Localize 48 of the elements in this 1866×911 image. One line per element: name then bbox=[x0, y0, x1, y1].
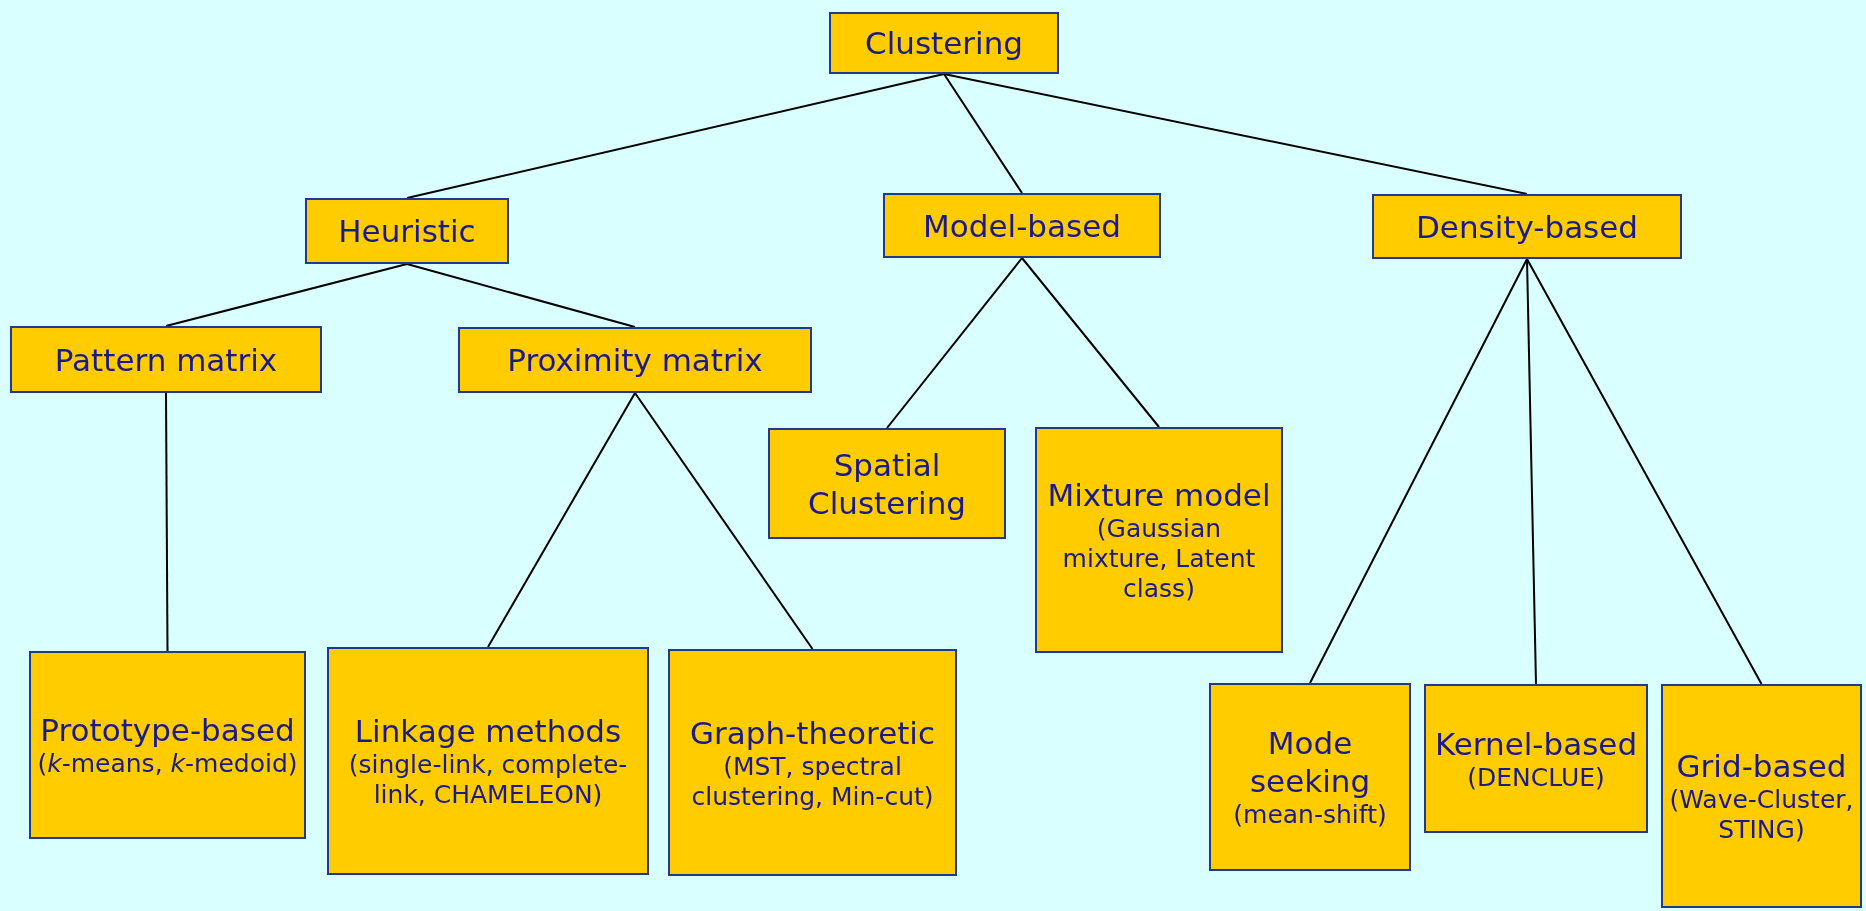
category-name: Linkage methods bbox=[354, 712, 622, 750]
category-name: Kernel-based bbox=[1434, 724, 1638, 763]
connector-line bbox=[406, 73, 945, 199]
category-name: Grid-based bbox=[1676, 747, 1847, 785]
category-box bbox=[10, 326, 322, 393]
category-box bbox=[829, 12, 1059, 74]
category-box bbox=[1661, 684, 1862, 908]
connector-line bbox=[165, 392, 169, 652]
category-name: Prototype-based bbox=[40, 711, 295, 749]
category-box bbox=[305, 198, 509, 264]
category-name: Spatial Clustering bbox=[807, 445, 967, 522]
category-name: Heuristic bbox=[338, 212, 476, 250]
connector-line bbox=[886, 257, 1023, 429]
connector-line bbox=[1021, 257, 1160, 428]
connector-line bbox=[487, 392, 636, 648]
category-box bbox=[768, 428, 1006, 539]
category-box bbox=[1209, 683, 1411, 871]
category-name: Density-based bbox=[1415, 207, 1639, 246]
examples-text: (MST, spectral clustering, Min-cut) bbox=[690, 751, 935, 812]
category-box bbox=[327, 647, 649, 875]
category-box bbox=[1424, 684, 1648, 833]
examples-text: (k-means, k-medoid) bbox=[37, 749, 298, 779]
category-name: Proximity matrix bbox=[507, 341, 763, 379]
connector-line bbox=[1526, 258, 1537, 685]
category-box bbox=[668, 649, 957, 876]
category-box bbox=[458, 327, 812, 393]
category-box bbox=[883, 193, 1161, 258]
category-box bbox=[1372, 194, 1682, 259]
examples-text: (Gaussian mixture, Latent class) bbox=[1061, 514, 1257, 604]
category-box bbox=[1035, 427, 1283, 653]
connector-line bbox=[943, 73, 1528, 195]
category-name: Pattern matrix bbox=[54, 340, 278, 379]
connector-line bbox=[943, 73, 1023, 194]
examples-text: (single-link, complete-link, CHAMELEON) bbox=[347, 750, 629, 810]
category-name: Clustering bbox=[865, 24, 1023, 62]
examples-text: (Wave-Cluster, STING) bbox=[1668, 785, 1855, 845]
category-name: Mode seeking bbox=[1248, 724, 1372, 800]
category-box bbox=[29, 651, 306, 839]
connector-line bbox=[165, 263, 408, 327]
examples-text: (DENCLUE) bbox=[1467, 762, 1605, 793]
connector-line bbox=[406, 263, 636, 328]
connector-line bbox=[1309, 258, 1528, 684]
connector-line bbox=[634, 392, 814, 650]
category-name: Graph-theoretic bbox=[689, 713, 936, 752]
connector-line bbox=[1526, 258, 1763, 685]
examples-text: (mean-shift) bbox=[1233, 800, 1387, 830]
category-name: Mixture model bbox=[1047, 476, 1271, 514]
category-name: Model-based bbox=[923, 206, 1121, 245]
